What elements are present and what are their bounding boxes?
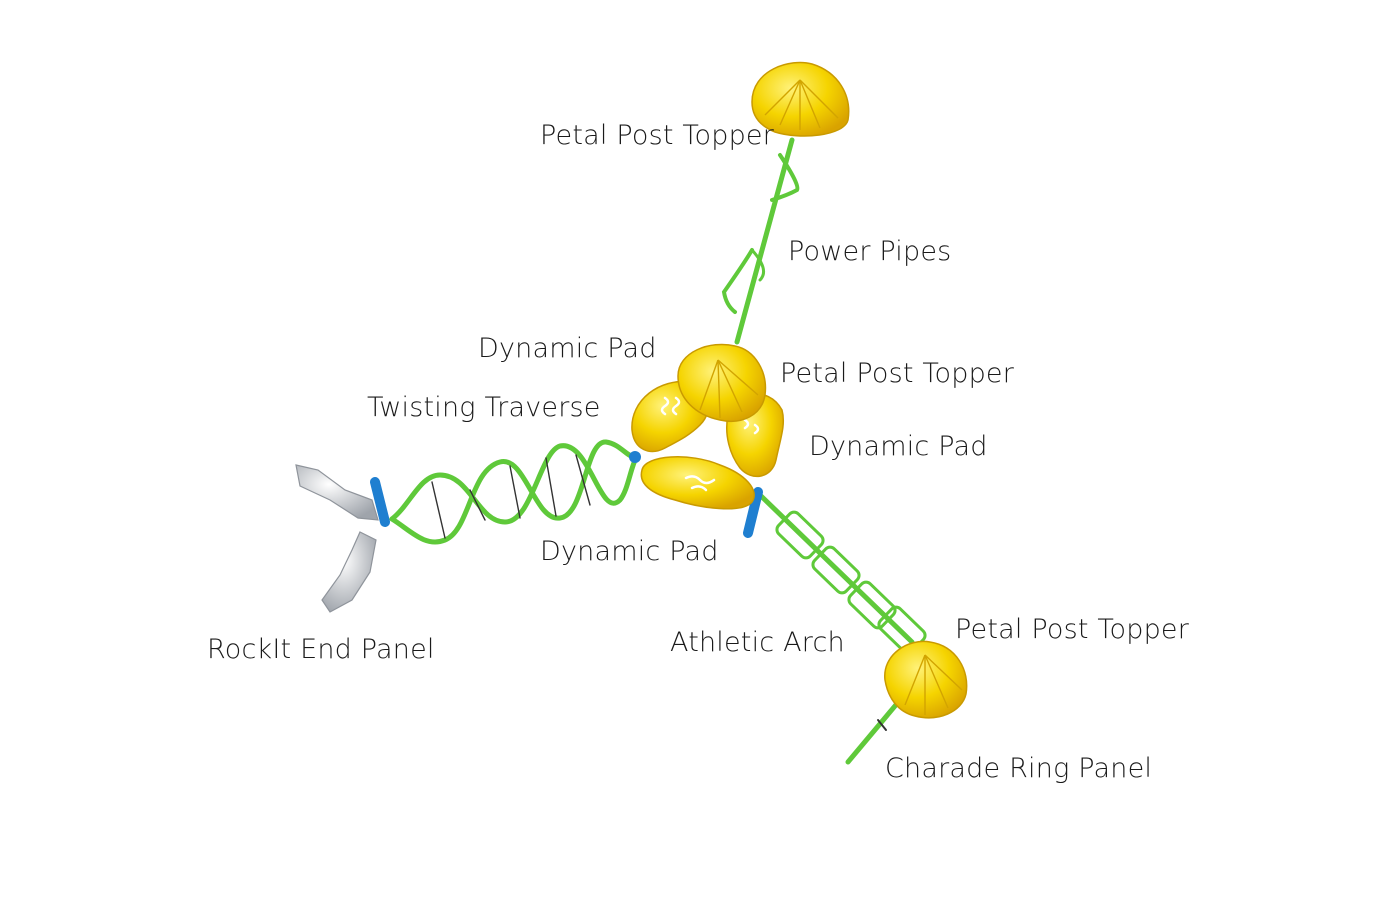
- label-dynamic-pad-lower: Dynamic Pad: [540, 536, 719, 567]
- rockit-end-panel-shape: [295, 464, 379, 613]
- dynamic-pads: [631, 380, 785, 510]
- twisting-traverse: [389, 439, 639, 545]
- label-rockit-end-panel: RockIt End Panel: [207, 634, 435, 665]
- label-twisting-traverse: Twisting Traverse: [367, 392, 601, 423]
- label-petal-post-topper-center: Petal Post Topper: [780, 358, 1015, 389]
- petal-toppers: [677, 61, 968, 719]
- athletic-arch-arm: [757, 492, 927, 765]
- petal-topper-center-shape: [677, 343, 767, 422]
- petal-topper-bottom-shape: [884, 640, 968, 719]
- label-charade-ring-panel: Charade Ring Panel: [885, 753, 1153, 784]
- label-dynamic-pad-upper: Dynamic Pad: [478, 333, 657, 364]
- power-pipes-arm: [721, 137, 800, 345]
- blue-posts: [370, 451, 763, 538]
- petal-topper-top-shape: [751, 61, 850, 137]
- label-petal-post-topper-top: Petal Post Topper: [540, 120, 775, 151]
- label-petal-post-topper-bottom: Petal Post Topper: [955, 614, 1190, 645]
- dynamic-pad-lower-shape: [640, 456, 755, 510]
- label-power-pipes: Power Pipes: [788, 236, 952, 267]
- label-dynamic-pad-right: Dynamic Pad: [809, 431, 988, 462]
- label-athletic-arch: Athletic Arch: [670, 627, 845, 658]
